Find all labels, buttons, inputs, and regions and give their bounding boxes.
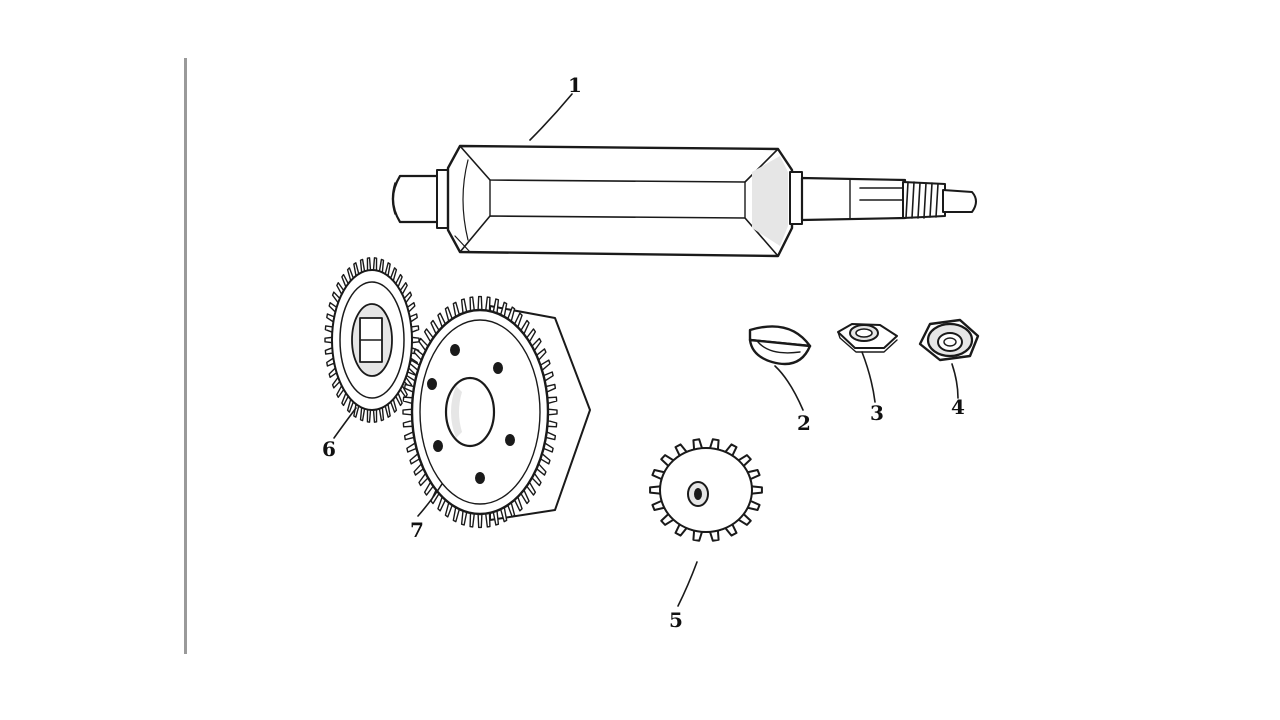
part-woodruff-key <box>748 325 812 366</box>
label-part-2: 2 <box>797 411 811 435</box>
part-shaft <box>391 144 977 258</box>
label-part-5: 5 <box>669 608 683 632</box>
frame-line <box>184 58 187 654</box>
leader-2 <box>774 365 804 411</box>
label-part-4: 4 <box>951 395 965 419</box>
part-nut <box>918 318 980 362</box>
part-small-gear <box>324 257 420 423</box>
leader-5 <box>677 561 698 607</box>
leader-7 <box>417 483 443 517</box>
label-part-1: 1 <box>568 73 582 97</box>
leader-1 <box>529 93 573 141</box>
label-part-6: 6 <box>322 437 336 461</box>
part-large-gear <box>402 295 591 529</box>
part-labels: 1 2 3 4 5 6 7 <box>322 73 965 632</box>
leader-6 <box>333 407 357 439</box>
leader-4 <box>951 363 959 399</box>
leader-lines <box>333 93 959 607</box>
label-part-3: 3 <box>870 401 884 425</box>
label-part-7: 7 <box>410 518 424 542</box>
leader-3 <box>861 351 876 403</box>
part-washer <box>837 323 898 353</box>
part-sprocket <box>649 438 763 542</box>
